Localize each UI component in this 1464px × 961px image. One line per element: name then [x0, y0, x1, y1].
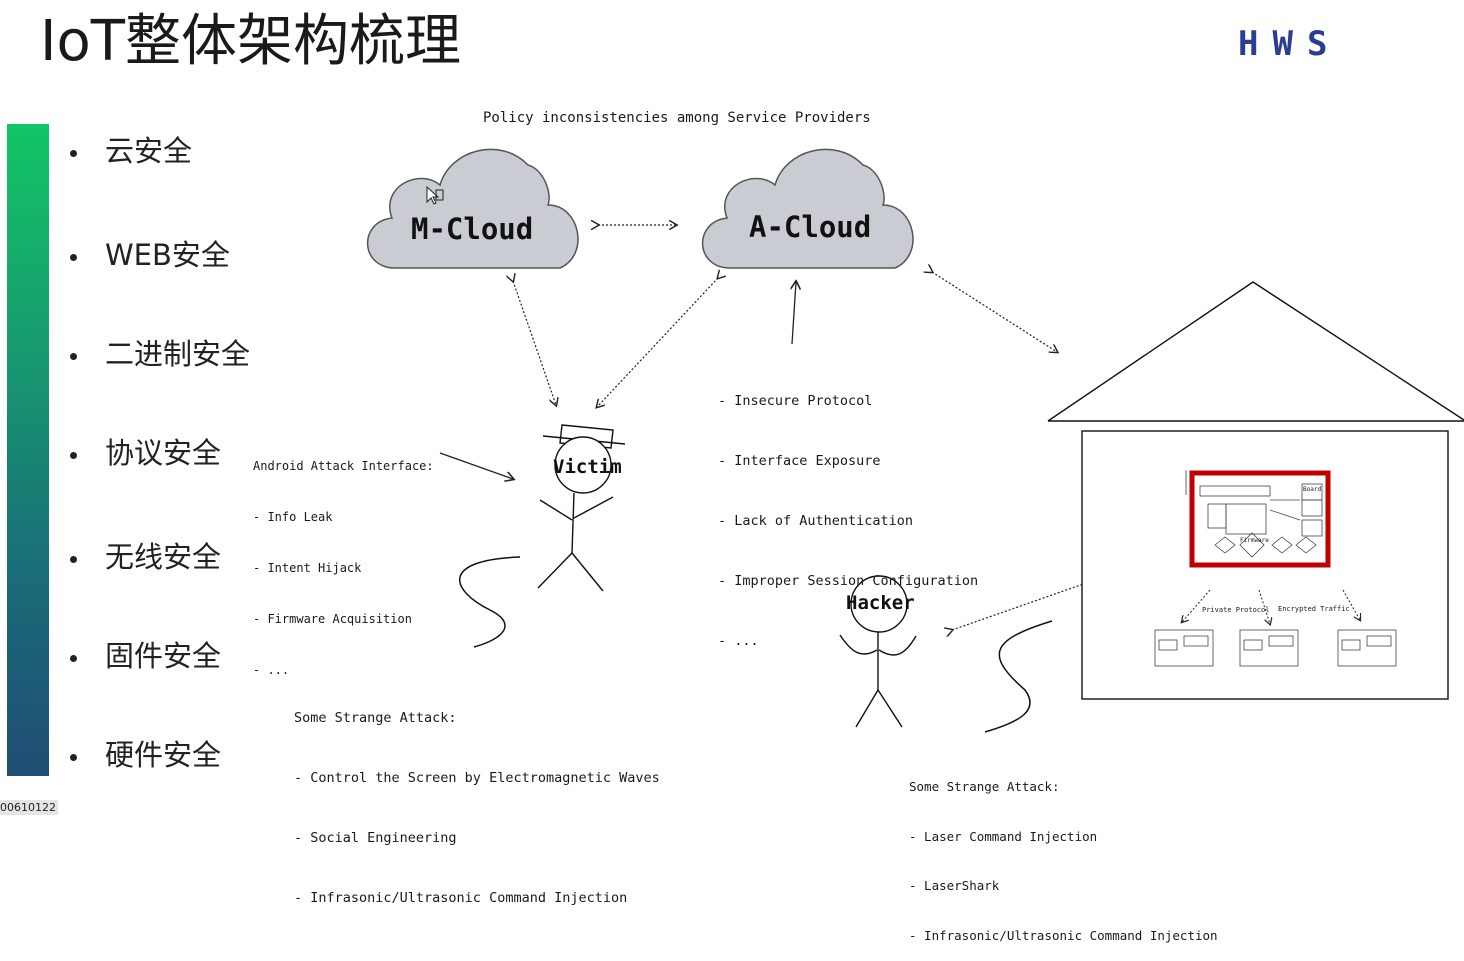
m-cloud-victim-arrow [513, 281, 556, 405]
cloud-issues-list: - Insecure Protocol - Interface Exposure… [718, 351, 978, 671]
victim-attack-item: - Infrasonic/Ultrasonic Command Injectio… [294, 890, 628, 906]
firmware-label: Firmware [1240, 537, 1269, 544]
cloud-issue-item: - Lack of Authentication [718, 513, 914, 529]
topic-item: 二进制安全 [70, 331, 250, 373]
bullet-icon [70, 451, 77, 459]
board-label: Board [1303, 486, 1322, 493]
a-cloud-victim-arrow [597, 278, 718, 407]
topic-item: 硬件安全 [70, 732, 221, 774]
topic-item: 云安全 [70, 128, 192, 170]
policy-caption: Policy inconsistencies among Service Pro… [483, 110, 871, 126]
topic-item: 固件安全 [70, 633, 221, 675]
hacker-attack-item: - LaserShark [909, 878, 1000, 893]
victim-figure [537, 424, 626, 592]
android-attack-list: Android Attack Interface: - Info Leak - … [253, 424, 434, 696]
cloud-issue-item: - Improper Session Configuration [718, 573, 979, 589]
hacker-attacks-list: Some Strange Attack: - Laser Command Inj… [909, 746, 1218, 961]
hacker-house-arrow [952, 567, 1132, 630]
cursor-icon [426, 185, 444, 205]
issues-arrow [792, 282, 796, 345]
a-cloud-house-arrow [932, 272, 1057, 352]
bullet-icon [70, 149, 77, 157]
bullet-icon [70, 253, 77, 261]
victim-attack-item: - Control the Screen by Electromagnetic … [294, 770, 660, 786]
victim-attack-item: - Social Engineering [294, 830, 457, 846]
android-attack-title: Android Attack Interface: [253, 459, 434, 473]
private-protocol-label: Private Protocol [1202, 606, 1270, 614]
android-attack-item: - ... [253, 663, 290, 677]
m-cloud-label: M-Cloud [411, 212, 534, 246]
bullet-icon [70, 654, 77, 662]
slide-title: IoT整体架构梳理 [40, 9, 461, 74]
hacker-attacks-title: Some Strange Attack: [909, 779, 1060, 794]
hacker-attack-item: - Laser Command Injection [909, 828, 1098, 844]
a-cloud-label: A-Cloud [749, 210, 872, 244]
topic-item: 协议安全 [70, 430, 221, 472]
footer-tag: 00610122 [0, 800, 58, 815]
device-schematic [1154, 470, 1397, 667]
bullet-icon [70, 753, 77, 761]
android-attack-item: - Firmware Acquisition [253, 612, 412, 626]
bullet-icon [70, 352, 77, 360]
victim-label: Victim [553, 456, 622, 478]
a-cloud-shape [701, 148, 914, 269]
victim-wave-icon [458, 556, 521, 648]
android-attack-item: - Info Leak [253, 510, 333, 524]
cloud-issue-item: - ... [718, 633, 759, 649]
hacker-label: Hacker [846, 592, 915, 614]
bullet-icon [70, 555, 77, 563]
topic-item: WEB安全 [70, 232, 230, 274]
smart-home [1047, 281, 1464, 700]
hacker-attack-item: - Infrasonic/Ultrasonic Command Injectio… [909, 927, 1218, 943]
hacker-wave-icon [984, 620, 1053, 733]
encrypted-traffic-label: Encrypted Traffic [1278, 605, 1350, 613]
hws-logo-text: HWS [1238, 24, 1342, 64]
cloud-issue-item: - Insecure Protocol [718, 393, 873, 409]
victim-attacks-title: Some Strange Attack: [294, 710, 457, 726]
topic-gradient-bar [7, 124, 49, 776]
android-attack-item: - Intent Hijack [253, 561, 362, 575]
m-cloud-shape [366, 148, 579, 269]
android-arrow [439, 452, 513, 479]
victim-attacks-list: Some Strange Attack: - Control the Scree… [294, 668, 660, 928]
topic-item: 无线安全 [70, 534, 221, 576]
cloud-issue-item: - Interface Exposure [718, 453, 881, 469]
